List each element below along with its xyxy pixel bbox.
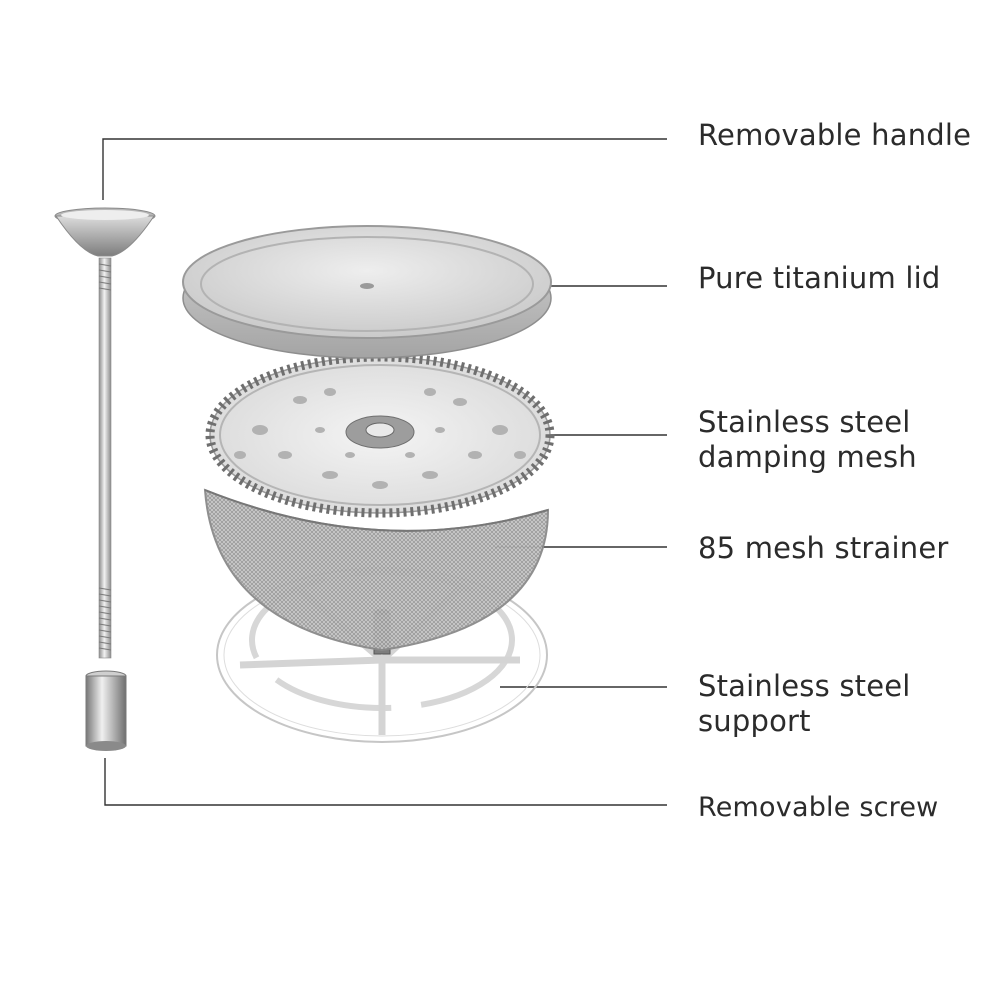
label-text: Removable handle	[698, 118, 972, 152]
mesh-strainer	[203, 488, 550, 652]
label-text-line1: Stainless steel	[698, 669, 911, 703]
label-mesh-strainer: 85 mesh strainer	[698, 531, 949, 566]
leader-line-handle	[102, 138, 667, 200]
label-damping-mesh: Stainless steel damping mesh	[698, 405, 917, 475]
label-text-line1: Stainless steel	[698, 405, 911, 439]
removable-screw	[85, 670, 127, 751]
label-text: Removable screw	[698, 792, 939, 823]
label-text-line2: damping mesh	[698, 440, 917, 474]
plunger-rod	[98, 257, 112, 659]
removable-handle	[54, 207, 156, 257]
label-steel-support: Stainless steel support	[698, 669, 911, 739]
label-text-line2: support	[698, 704, 811, 738]
leader-line-screw	[104, 758, 667, 806]
label-titanium-lid: Pure titanium lid	[698, 261, 940, 296]
label-removable-handle: Removable handle	[698, 118, 971, 153]
titanium-lid	[182, 225, 552, 359]
label-text: Pure titanium lid	[698, 261, 941, 295]
damping-mesh	[205, 352, 555, 518]
label-removable-screw: Removable screw	[698, 790, 938, 825]
label-text: 85 mesh strainer	[698, 531, 949, 565]
mesh-holes	[234, 388, 526, 489]
